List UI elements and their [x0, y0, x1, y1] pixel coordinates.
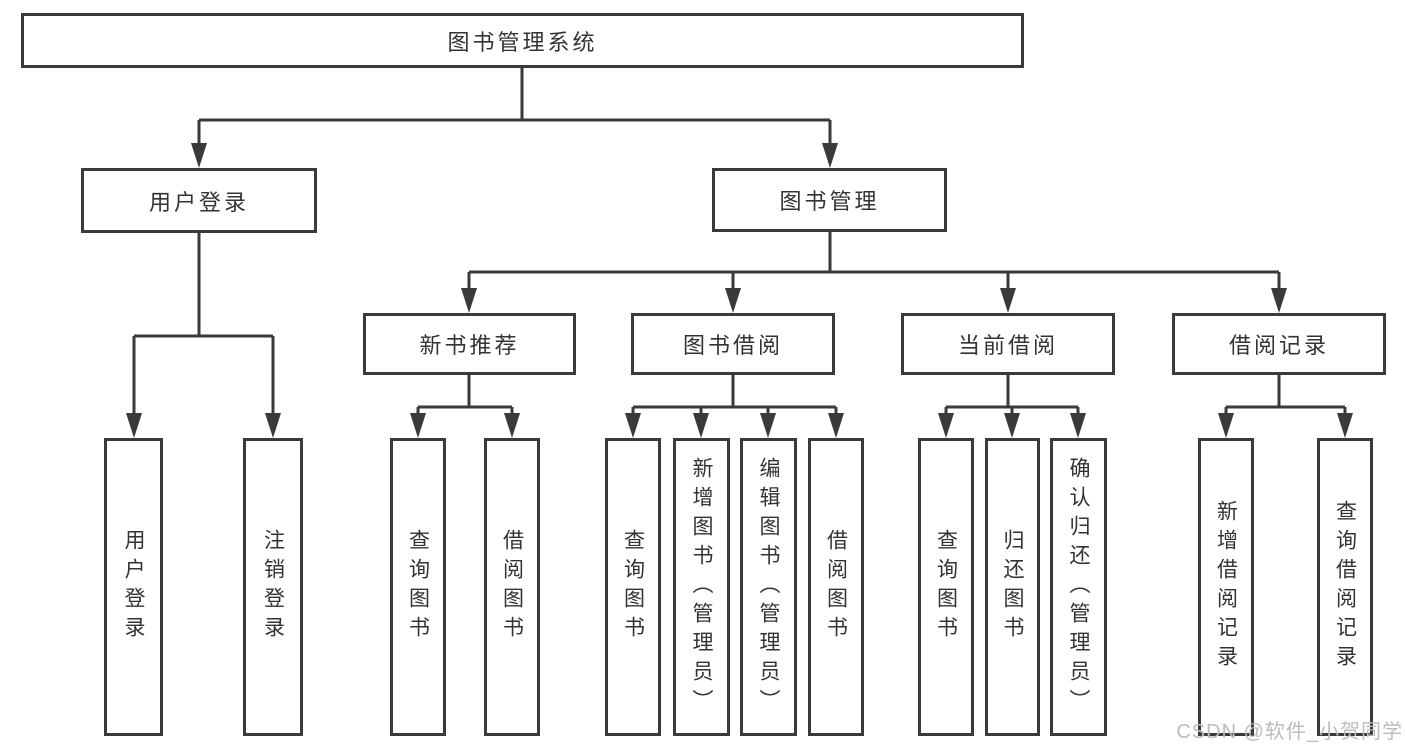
connector-user-login-branch	[126, 233, 281, 438]
leaf-newbook-borrow-book: 借阅图书	[484, 438, 540, 736]
leaf-borrow-query-books: 查询图书	[605, 438, 661, 736]
node-new-book-recommend-label: 新书推荐	[419, 333, 520, 358]
leaf-add-borrow-record: 新增借阅记录	[1198, 438, 1254, 736]
leaf-newbook-query-books: 查询图书	[390, 438, 446, 736]
leaf-user-login: 用户登录	[104, 438, 163, 736]
leaf-borrow-book-label: 借阅图书	[824, 529, 848, 645]
connector-borrow-records-branch	[1218, 375, 1353, 438]
connector-current-borrow-branch	[938, 375, 1086, 438]
leaf-confirm-return-admin: 确认归还（管理员）	[1050, 438, 1107, 736]
leaf-edit-book-admin: 编辑图书（管理员）	[740, 438, 797, 736]
leaf-add-borrow-record-label: 新增借阅记录	[1214, 500, 1238, 674]
leaf-newbook-borrow-book-label: 借阅图书	[500, 529, 524, 645]
leaf-newbook-query-books-label: 查询图书	[406, 529, 430, 645]
leaf-current-query-books: 查询图书	[918, 438, 974, 736]
node-book-borrow-label: 图书借阅	[682, 333, 783, 358]
connector-root-branch	[191, 68, 838, 168]
node-borrow-records: 借阅记录	[1172, 313, 1386, 375]
node-borrow-records-label: 借阅记录	[1228, 333, 1329, 358]
csdn-watermark: CSDN @软件_小贺同学	[1176, 721, 1403, 743]
leaf-user-login-label: 用户登录	[122, 529, 145, 645]
leaf-current-query-books-label: 查询图书	[934, 529, 958, 645]
node-new-book-recommend: 新书推荐	[363, 313, 576, 375]
leaf-borrow-query-books-label: 查询图书	[621, 529, 645, 645]
leaf-add-book-admin: 新增图书（管理员）	[673, 438, 730, 736]
node-book-management: 图书管理	[712, 168, 947, 232]
connector-new-book-branch	[410, 375, 520, 438]
leaf-query-borrow-record-label: 查询借阅记录	[1333, 500, 1357, 674]
leaf-query-borrow-record: 查询借阅记录	[1317, 438, 1373, 736]
leaf-logout: 注销登录	[243, 438, 303, 736]
connector-book-management-branch	[461, 232, 1287, 313]
leaf-edit-book-admin-label: 编辑图书（管理员）	[757, 456, 780, 718]
node-root: 图书管理系统	[21, 13, 1024, 68]
node-user-login: 用户登录	[81, 168, 317, 233]
leaf-return-book-label: 归还图书	[1001, 529, 1024, 645]
connector-book-borrow-branch	[625, 375, 844, 438]
node-user-login-label: 用户登录	[148, 189, 249, 215]
leaf-logout-label: 注销登录	[261, 529, 285, 645]
node-book-borrow: 图书借阅	[631, 313, 835, 375]
leaf-borrow-book: 借阅图书	[808, 438, 864, 736]
node-root-label: 图书管理系统	[447, 29, 598, 55]
node-book-management-label: 图书管理	[779, 189, 880, 214]
leaf-confirm-return-admin-label: 确认归还（管理员）	[1067, 456, 1090, 718]
node-current-borrow-label: 当前借阅	[957, 333, 1058, 358]
node-current-borrow: 当前借阅	[901, 313, 1115, 375]
leaf-return-book: 归还图书	[985, 438, 1040, 736]
leaf-add-book-admin-label: 新增图书（管理员）	[690, 456, 713, 718]
